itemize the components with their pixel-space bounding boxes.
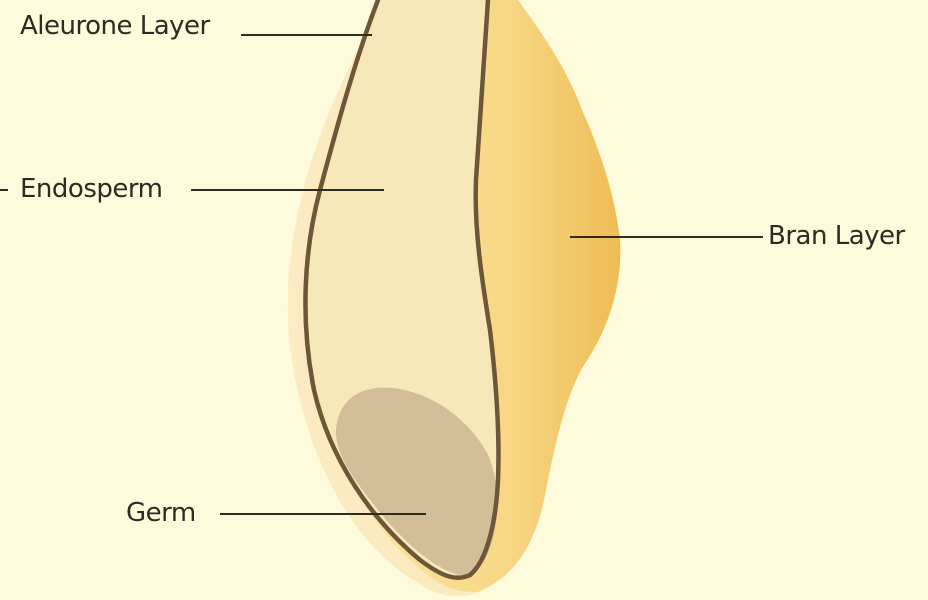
endosperm-label: Endosperm [20, 176, 162, 202]
germ-label: Germ [126, 500, 196, 526]
aleurone-layer-label: Aleurone Layer [20, 13, 210, 39]
bran-layer-label: Bran Layer [768, 223, 905, 249]
